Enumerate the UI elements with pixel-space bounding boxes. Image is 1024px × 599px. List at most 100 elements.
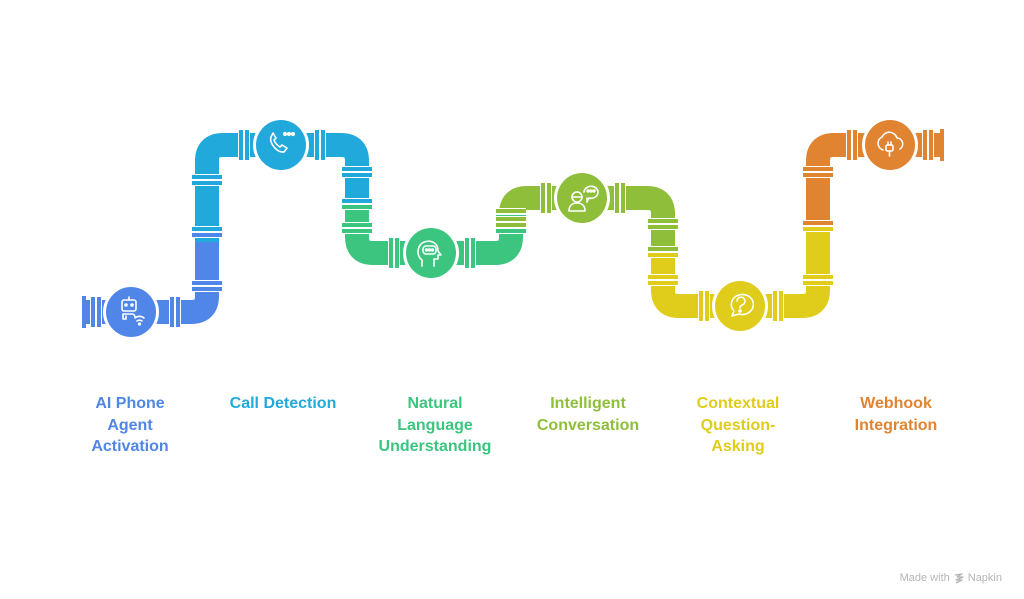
ring-band — [471, 238, 475, 268]
label-line: Integration — [854, 416, 938, 434]
ring-band — [929, 130, 933, 160]
stage-node-natural-language-understanding — [403, 225, 459, 281]
ring-band — [621, 183, 625, 213]
flange — [648, 218, 678, 230]
pipe-segment-webhook-integration — [806, 133, 942, 228]
flange — [192, 174, 222, 186]
speech-box — [422, 245, 437, 255]
ring-band — [705, 291, 709, 321]
head-speech-icon — [417, 240, 442, 267]
ring-band — [615, 183, 619, 213]
stage-label-intelligent-conversation: Intelligent Conversation — [518, 393, 658, 436]
ring-band — [803, 173, 833, 177]
icon-stroke — [736, 296, 746, 309]
ring-band — [648, 281, 678, 285]
ring-band — [192, 175, 222, 179]
ring-band — [496, 217, 526, 221]
flange — [846, 130, 858, 160]
flange — [922, 130, 934, 160]
icon-stroke — [877, 131, 904, 151]
stage-label-ai-phone-agent-activation: AI Phone Agent Activation — [60, 393, 200, 458]
dot — [282, 131, 288, 137]
dot — [424, 248, 429, 252]
label-line: Natural — [407, 395, 463, 412]
stage-node-intelligent-conversation — [554, 170, 610, 226]
rings-layer — [82, 129, 944, 328]
icon-stroke — [269, 132, 288, 153]
flange — [342, 166, 372, 178]
node-circle — [106, 287, 156, 337]
ring-band — [853, 130, 857, 160]
flange — [238, 130, 250, 160]
robot-wifi-icon — [121, 296, 145, 326]
flange — [803, 220, 833, 232]
label-line: Language — [397, 416, 473, 434]
cloud-plug-icon — [877, 131, 904, 157]
ring-band — [389, 238, 393, 268]
ring-band — [496, 229, 526, 233]
ring-band — [342, 229, 372, 233]
pipe-segment-ai-phone-agent-activation — [84, 240, 219, 324]
flange — [803, 274, 833, 286]
stage-node-contextual-question-asking — [712, 278, 768, 334]
ring-band — [395, 238, 399, 268]
ring-band — [648, 275, 678, 279]
ring-band — [342, 223, 372, 227]
end-cap-flange — [940, 129, 944, 161]
icon-stroke — [730, 293, 755, 317]
dot — [592, 189, 596, 193]
flange — [772, 291, 784, 321]
ring-band — [803, 275, 833, 279]
label-line: Webhook — [860, 395, 932, 412]
flange — [342, 222, 372, 234]
ring-band — [803, 281, 833, 285]
napkin-brand-text: Napkin — [967, 572, 1002, 584]
robot-eye — [124, 303, 128, 307]
ring-band — [465, 238, 469, 268]
flange — [803, 166, 833, 178]
ring-band — [91, 297, 95, 327]
ring-band — [648, 253, 678, 257]
ring-band — [97, 297, 101, 327]
dot — [586, 189, 590, 193]
ring-band — [773, 291, 777, 321]
ring-band — [342, 167, 372, 171]
flange — [388, 238, 400, 268]
wifi-dot — [137, 322, 142, 326]
flange — [648, 246, 678, 258]
ring-band — [648, 247, 678, 251]
stage-label-webhook-integration: Webhook Integration — [826, 393, 966, 436]
ring-band — [192, 227, 222, 231]
ring-band — [192, 181, 222, 185]
ring-band — [239, 130, 243, 160]
ring-band — [803, 227, 833, 231]
label-line: AI Phone — [95, 395, 165, 412]
icon-stroke — [887, 141, 892, 157]
ring-band — [547, 183, 551, 213]
label-line: Call Detection — [229, 395, 337, 412]
stage-label-natural-language-understanding: Natural Language Understanding — [365, 393, 505, 458]
flange — [192, 226, 222, 238]
label-line: Understanding — [378, 438, 492, 455]
ring-band — [176, 297, 180, 327]
nodes-layer — [103, 117, 918, 340]
label-line: Activation — [91, 438, 169, 455]
made-with-text: Made with — [899, 572, 950, 584]
ring-band — [342, 173, 372, 177]
ring-band — [699, 291, 703, 321]
stage-label-contextual-question-asking: Contextual Question- Asking — [668, 393, 808, 458]
flange — [342, 198, 372, 210]
flange — [540, 183, 552, 213]
label-line: Asking — [711, 438, 765, 455]
end-cap-flange — [82, 296, 86, 328]
flange — [90, 297, 102, 327]
dot — [290, 131, 296, 137]
dot — [430, 248, 435, 252]
napkin-logo-icon — [954, 572, 964, 584]
flange — [648, 274, 678, 286]
icon-stroke — [583, 185, 599, 203]
ring-band — [496, 209, 526, 213]
label-line: Conversation — [536, 416, 640, 434]
ring-band — [847, 130, 851, 160]
ring-band — [192, 287, 222, 291]
